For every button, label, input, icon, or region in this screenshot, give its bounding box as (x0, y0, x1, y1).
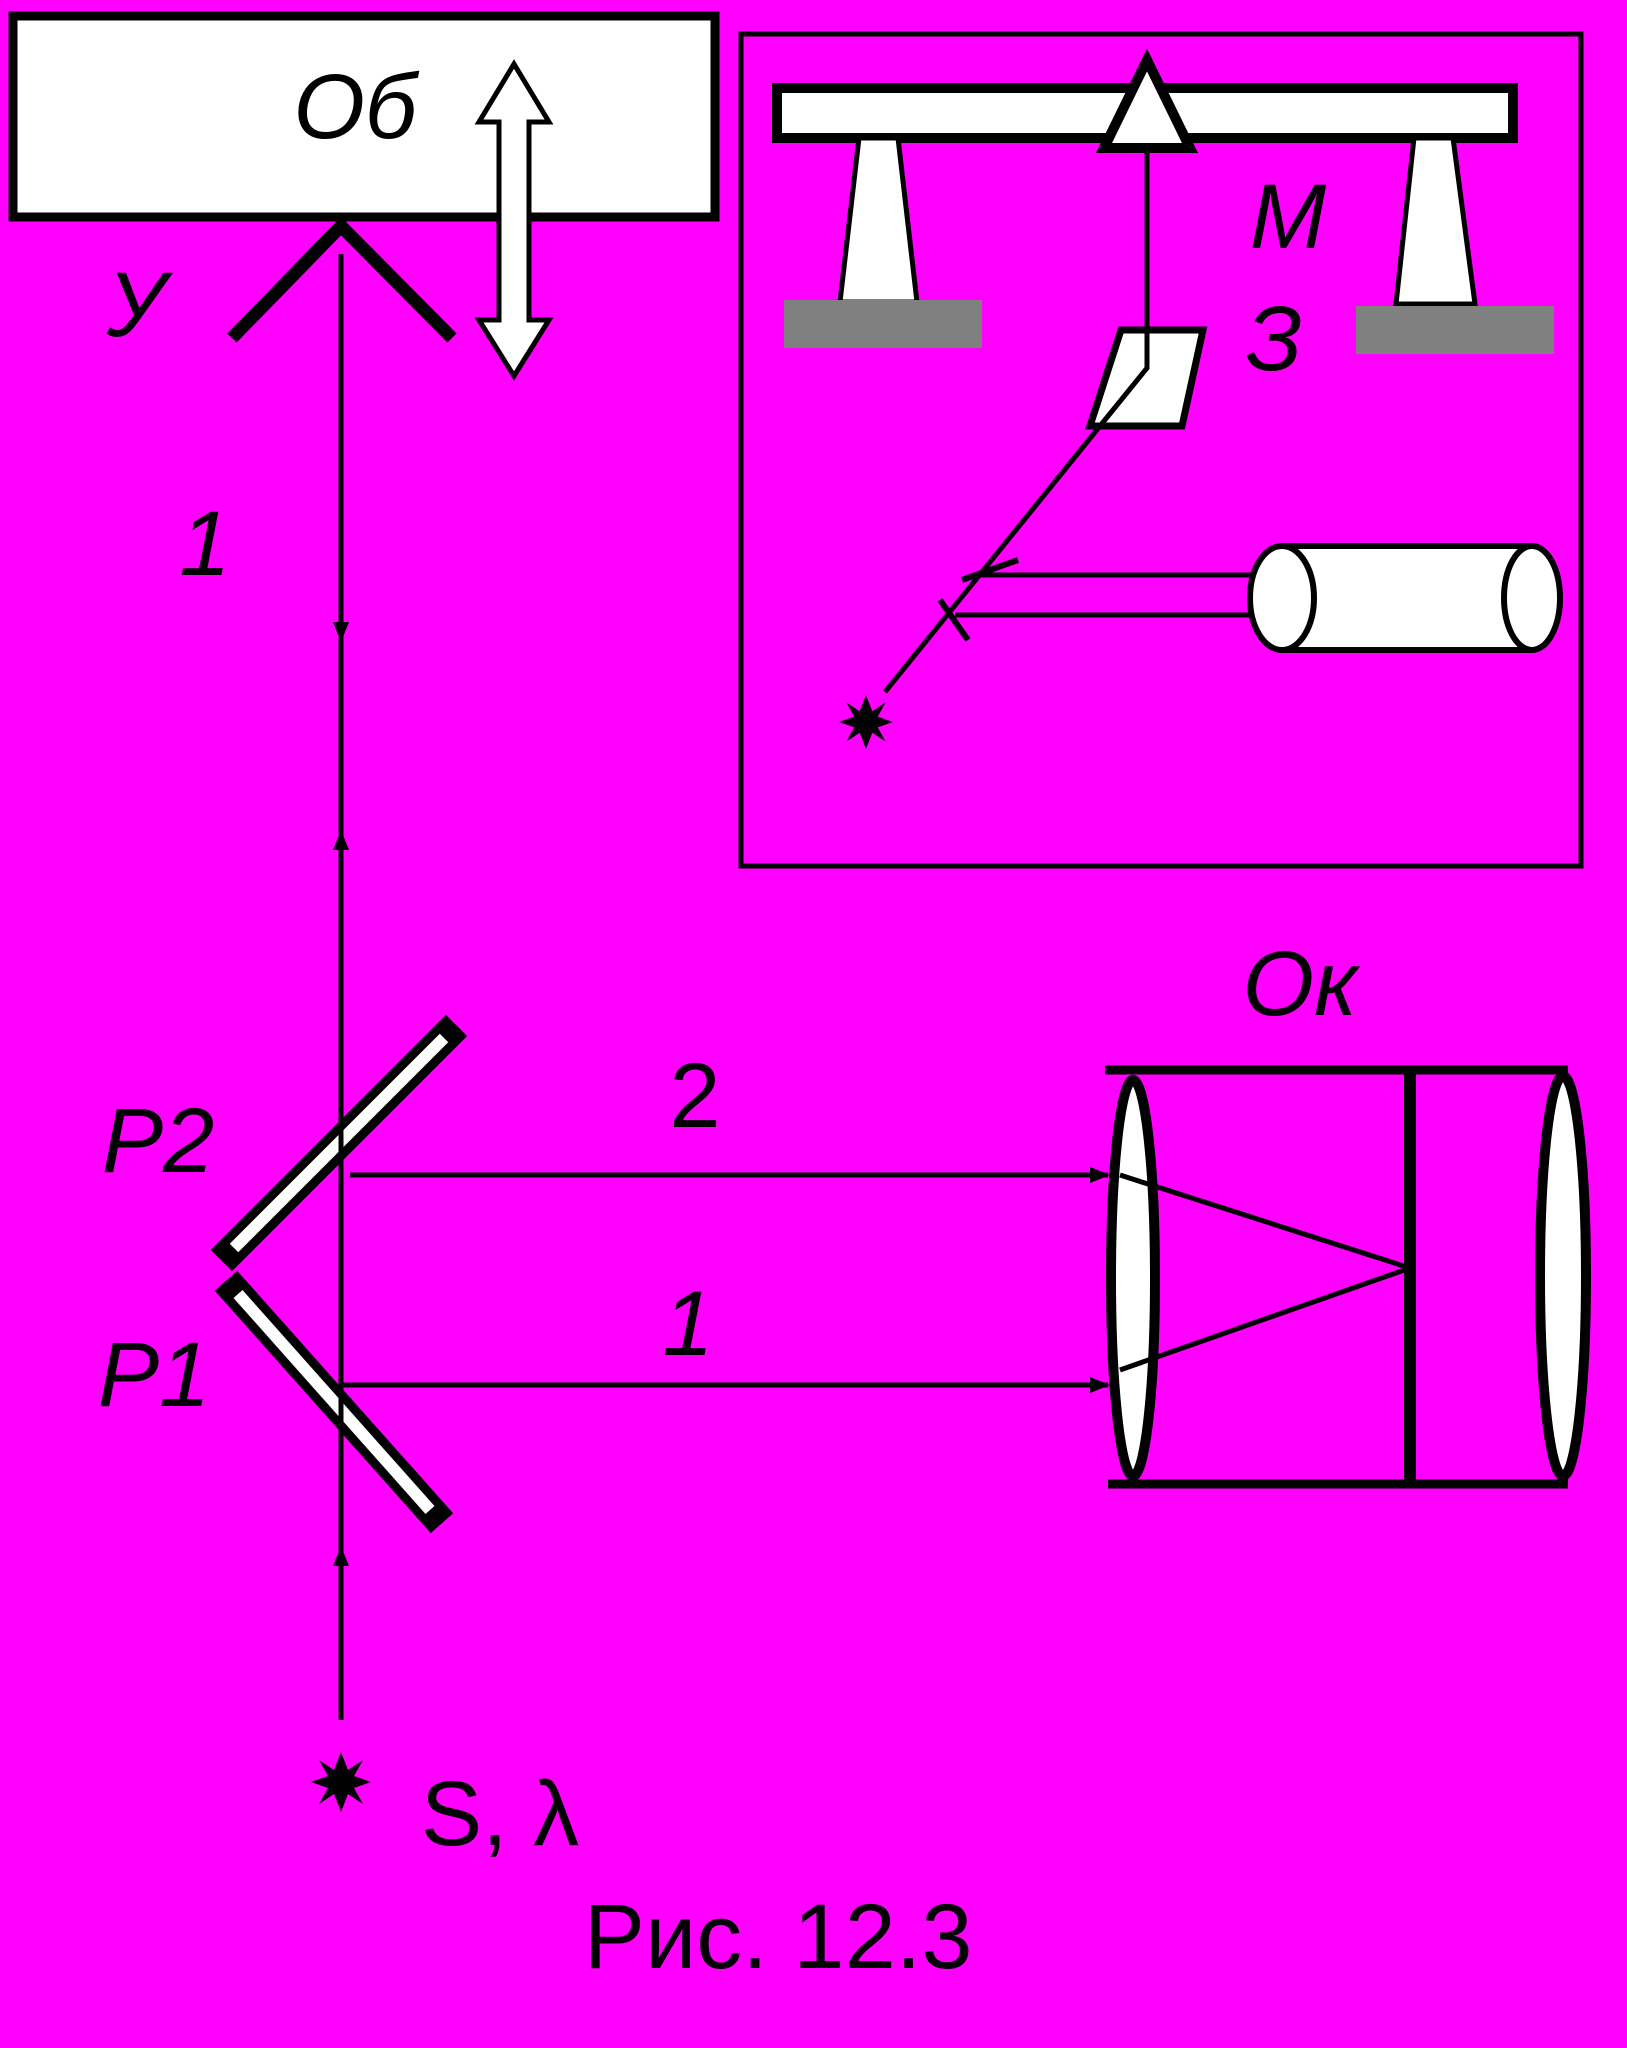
figure-caption: Рис. 12.3 (584, 1886, 973, 1988)
eyepiece-front-lens (1106, 1075, 1160, 1481)
inset-cylinder (1247, 543, 1563, 653)
plate-p1-label: P1 (98, 1324, 211, 1426)
inset-z-label: З (1246, 288, 1302, 390)
movement-double-arrow (474, 59, 554, 381)
light-source-star-icon (311, 1752, 371, 1812)
inset-panel (738, 31, 1584, 869)
source-label: S, λ (421, 1763, 579, 1865)
eyepiece (1105, 1065, 1591, 1489)
v-mirror (227, 216, 457, 343)
ray2-label: 2 (669, 1045, 720, 1147)
objective-label: Об (293, 56, 420, 158)
inset-m-label: М (1250, 166, 1327, 268)
eyepiece-rear-lens (1535, 1071, 1591, 1481)
ray1-top-label: 1 (179, 493, 230, 595)
objective-box (8, 11, 720, 222)
ray1-bottom-label: 1 (662, 1273, 713, 1375)
plate-p2-label: P2 (102, 1090, 215, 1192)
eyepiece-label: Ок (1243, 933, 1362, 1035)
support-left (837, 135, 920, 305)
mirror-label: У (106, 254, 174, 356)
inset-source-star-icon (839, 695, 893, 749)
support-right (1393, 135, 1478, 307)
support-base-left (784, 300, 982, 348)
plate-p1 (214, 1270, 454, 1534)
support-base-right (1356, 306, 1554, 354)
